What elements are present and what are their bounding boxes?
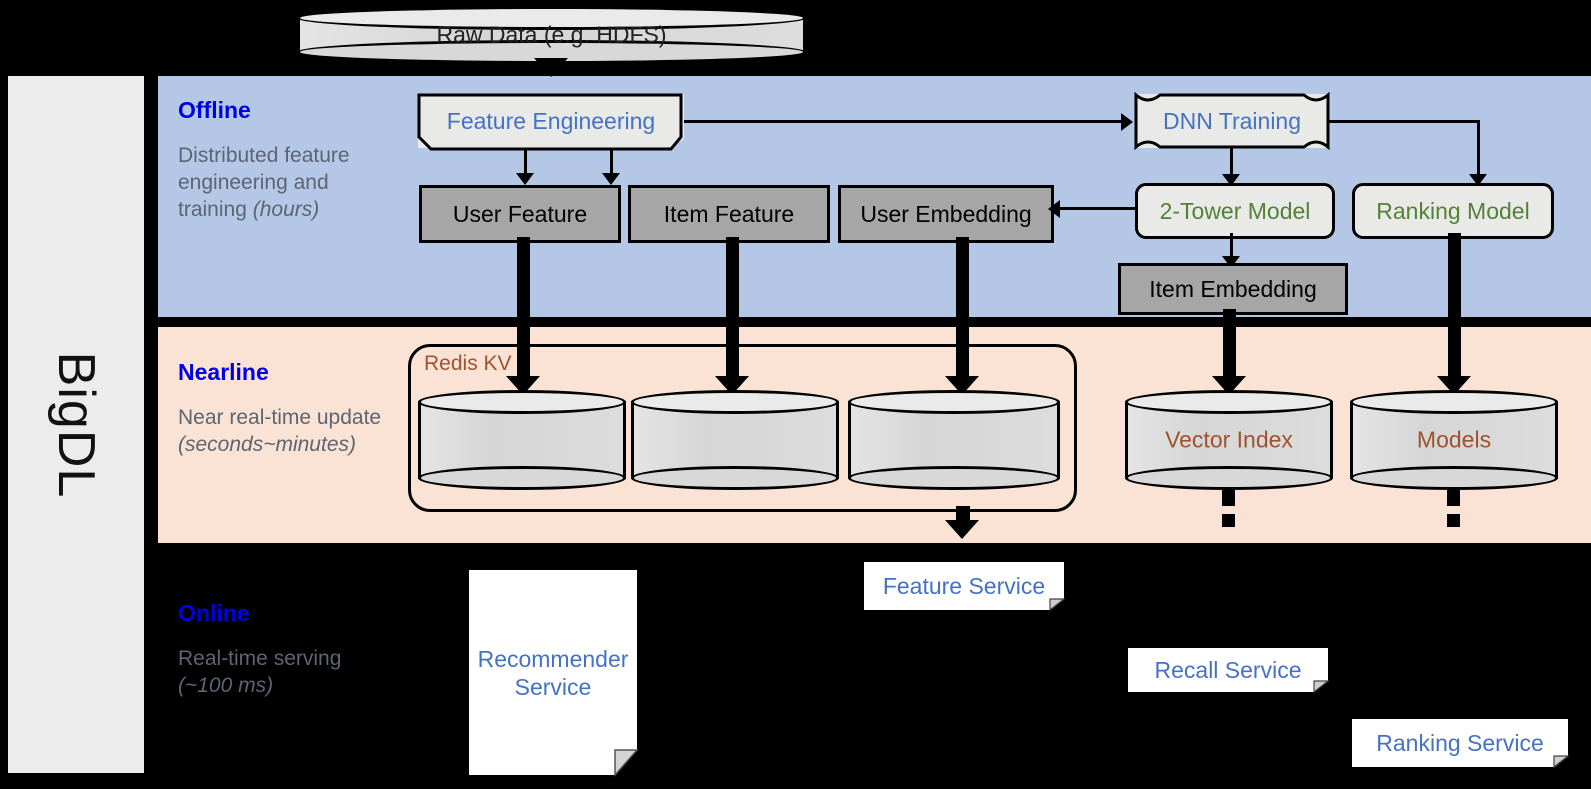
- vector-index-bottom: [1125, 466, 1333, 490]
- redis-cylinder-item-feature[interactable]: [631, 390, 839, 490]
- band-title-offline: Offline: [178, 97, 251, 123]
- arrow-fe-userfeature-head: [516, 173, 534, 185]
- band-desc-nearline-em: (seconds~minutes): [178, 433, 356, 456]
- vector-index-top: [1125, 390, 1333, 414]
- item-feature-label: Item Feature: [663, 200, 795, 227]
- arrow-dnn-ranking-v: [1477, 120, 1480, 176]
- redis-kv-label: Redis KV: [424, 352, 512, 375]
- band-desc-online: Real-time serving (~100 ms): [178, 645, 393, 699]
- recall-service-fold: [1313, 680, 1330, 694]
- item-embedding-label: Item Embedding: [1149, 275, 1317, 302]
- connector-models-stub1: [1447, 490, 1460, 506]
- redis-cyl-1-top: [418, 390, 626, 414]
- redis-cyl-3-body: [848, 401, 1060, 479]
- arrow-fe-dnn-head: [1121, 113, 1133, 131]
- connector-vector-index-stub1: [1222, 490, 1235, 506]
- user-feature-box[interactable]: User Feature: [419, 185, 621, 243]
- arrow-dnn-ranking-h: [1329, 120, 1480, 123]
- arrow-twotower-itememb-line: [1230, 233, 1233, 258]
- bigdl-sidebar: BigDL: [8, 76, 144, 773]
- ranking-model-box[interactable]: Ranking Model: [1352, 183, 1554, 239]
- recommender-service-fold: [614, 749, 639, 777]
- redis-cylinder-user-feature[interactable]: [418, 390, 626, 490]
- models-label: Models: [1416, 426, 1492, 453]
- redis-cyl-3-top: [848, 390, 1060, 414]
- feature-service-label: Feature Service: [882, 573, 1046, 599]
- arrow-fe-userfeature-line: [524, 148, 527, 175]
- user-embedding-label: User Embedding: [860, 200, 1032, 227]
- dnn-training-outline: [1134, 91, 1330, 151]
- arrow-twotower-userembedding-head: [1048, 200, 1060, 218]
- ranking-model-label: Ranking Model: [1376, 197, 1530, 224]
- band-desc-offline: Distributed feature engineering and trai…: [178, 142, 393, 223]
- two-tower-model-label: 2-Tower Model: [1159, 197, 1311, 224]
- ranking-service-label: Ranking Service: [1376, 730, 1544, 756]
- pipe-itemembedding: [1223, 309, 1236, 383]
- band-desc-nearline: Near real-time update (seconds~minutes): [178, 404, 408, 458]
- redis-cyl-2-top: [631, 390, 839, 414]
- raw-data-cylinder: Raw Data (e.g. HDFS): [297, 6, 806, 64]
- bigdl-label: BigDL: [47, 351, 105, 498]
- feature-engineering-label: Feature Engineering: [446, 107, 656, 134]
- connector-feature-service-head: [945, 520, 979, 539]
- raw-data-top: [297, 6, 806, 30]
- models-bottom: [1350, 466, 1558, 490]
- arrow-rawdata-fe-head: [534, 58, 568, 77]
- arrow-twotower-userembedding-line: [1060, 207, 1135, 210]
- raw-data-label: Raw Data (e.g. HDFS): [436, 21, 667, 48]
- redis-cyl-2-bottom: [631, 466, 839, 490]
- band-desc-nearline-text: Near real-time update: [178, 406, 382, 429]
- user-feature-label: User Feature: [452, 200, 588, 227]
- item-embedding-box[interactable]: Item Embedding: [1118, 263, 1348, 315]
- connector-vector-index-stub2: [1222, 514, 1235, 527]
- item-feature-box[interactable]: Item Feature: [628, 185, 830, 243]
- band-desc-offline-text: Distributed feature engineering and trai…: [178, 144, 350, 221]
- ranking-service-fold: [1553, 755, 1570, 769]
- recommender-service-label: Recommender Service: [477, 645, 629, 700]
- feature-engineering-outline: [417, 93, 683, 151]
- two-tower-model-box[interactable]: 2-Tower Model: [1135, 183, 1335, 239]
- vector-index-cylinder[interactable]: Vector Index: [1125, 390, 1333, 490]
- recall-service-card[interactable]: Recall Service: [1128, 648, 1328, 692]
- band-desc-offline-em: (hours): [252, 198, 320, 221]
- user-embedding-box[interactable]: User Embedding: [838, 185, 1054, 243]
- redis-cylinder-user-embedding[interactable]: [848, 390, 1060, 490]
- vector-index-label: Vector Index: [1165, 426, 1293, 453]
- pipe-rankingmodel: [1448, 233, 1461, 383]
- redis-cyl-3-bottom: [848, 466, 1060, 490]
- arrow-fe-itemfeature-line: [610, 148, 613, 175]
- redis-cyl-1-bottom: [418, 466, 626, 490]
- arrow-fe-itemfeature-head: [602, 173, 620, 185]
- feature-service-fold: [1049, 598, 1066, 612]
- redis-kv-group: [408, 344, 1077, 512]
- feature-engineering-box[interactable]: Feature Engineering: [418, 94, 684, 148]
- ranking-service-card[interactable]: Ranking Service: [1352, 719, 1568, 767]
- connector-models-stub2: [1447, 514, 1460, 527]
- models-cylinder[interactable]: Models: [1350, 390, 1558, 490]
- band-desc-online-text: Real-time serving: [178, 647, 342, 670]
- models-top: [1350, 390, 1558, 414]
- arrow-fe-dnn-line: [684, 120, 1121, 123]
- band-title-nearline: Nearline: [178, 359, 269, 385]
- recall-service-label: Recall Service: [1154, 657, 1302, 683]
- recommender-service-card[interactable]: Recommender Service: [469, 570, 637, 775]
- feature-service-card[interactable]: Feature Service: [864, 562, 1064, 610]
- band-desc-online-em: (~100 ms): [178, 674, 274, 697]
- band-title-online: Online: [178, 600, 250, 626]
- connector-feature-service-stub: [956, 506, 970, 520]
- arrow-dnn-twotower-line: [1230, 148, 1233, 176]
